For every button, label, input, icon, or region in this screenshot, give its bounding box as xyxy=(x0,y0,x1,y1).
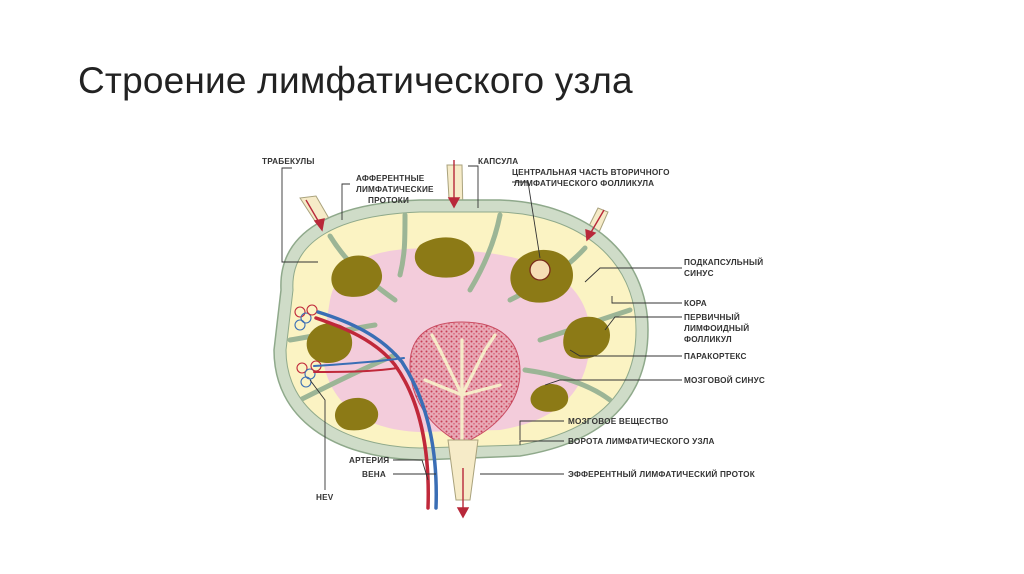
germinal-center xyxy=(530,260,550,280)
label-trabeculae: ТРАБЕКУЛЫ xyxy=(262,157,315,166)
label-subcapsular-1: ПОДКАПСУЛЬНЫЙ xyxy=(684,256,763,267)
label-hev: HEV xyxy=(316,493,334,502)
label-primary-2: ЛИМФОИДНЫЙ xyxy=(684,322,749,333)
label-paracortex: ПАРАКОРТЕКС xyxy=(684,352,747,361)
label-primary-1: ПЕРВИЧНЫЙ xyxy=(684,311,740,322)
label-cortex: КОРА xyxy=(684,299,707,308)
label-medullary-sinus: МОЗГОВОЙ СИНУС xyxy=(684,374,765,385)
primary-follicle xyxy=(415,237,475,277)
label-artery: АРТЕРИЯ xyxy=(349,456,389,465)
label-afferent-1: АФФЕРЕНТНЫЕ xyxy=(356,174,425,183)
label-germinal-1: ЦЕНТРАЛЬНАЯ ЧАСТЬ ВТОРИЧНОГО xyxy=(512,168,670,177)
label-subcapsular-2: СИНУС xyxy=(684,269,714,278)
label-afferent-3: ПРОТОКИ xyxy=(368,196,409,205)
label-efferent: ЭФФЕРЕНТНЫЙ ЛИМФАТИЧЕСКИЙ ПРОТОК xyxy=(568,468,756,479)
label-primary-3: ФОЛЛИКУЛ xyxy=(684,335,732,344)
label-capsule: КАПСУЛА xyxy=(478,157,518,166)
label-medulla: МОЗГОВОЕ ВЕЩЕСТВО xyxy=(568,417,669,426)
label-germinal-2: ЛИМФАТИЧЕСКОГО ФОЛЛИКУЛА xyxy=(514,179,654,188)
label-afferent-2: ЛИМФАТИЧЕСКИЕ xyxy=(356,185,434,194)
label-vein: ВЕНА xyxy=(362,470,386,479)
label-hilum: ВОРОТА ЛИМФАТИЧЕСКОГО УЗЛА xyxy=(568,437,715,446)
